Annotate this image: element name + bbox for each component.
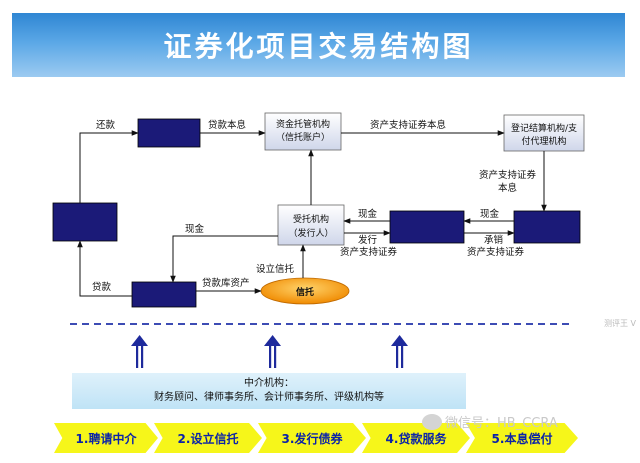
issuer-box xyxy=(277,204,345,246)
underwrite-abs-label: 资产支持证券 xyxy=(467,246,525,258)
issuer-text-2: （发行人） xyxy=(288,227,333,239)
cash-to-pool-arrow xyxy=(170,235,278,283)
trust-text: 信托 xyxy=(296,286,314,298)
cash-right-label: 现金 xyxy=(480,208,500,220)
process-steps: 1.聘请中介 2.设立信托 3.发行债券 4.贷款服务 5.本息偿付 xyxy=(54,423,614,453)
set-trust-label: 设立信托 xyxy=(256,263,295,275)
step-hire-intermediary: 1.聘请中介 xyxy=(54,423,158,453)
cash-bottom-label: 现金 xyxy=(185,223,205,235)
repay-arrow xyxy=(79,130,139,203)
watermark-text: 微信号：HB_CCRA xyxy=(445,416,558,431)
cash-left-label: 现金 xyxy=(358,208,378,220)
wechat-icon xyxy=(422,413,442,430)
issuer-text-1: 受托机构 xyxy=(293,213,329,225)
investor-box xyxy=(513,210,581,244)
step-set-trust: 2.设立信托 xyxy=(154,423,262,453)
issue-abs-label: 资产支持证券 xyxy=(340,246,398,258)
up-arrow-3 xyxy=(391,335,408,368)
trustee-text-2: （信托账户） xyxy=(276,131,330,143)
watermark: 微信号：HB_CCRA xyxy=(422,412,558,431)
intermediary-box: 中介机构： 财务顾问、律师事务所、会计师事务所、评级机构等 xyxy=(72,373,466,409)
pool-assets-label: 贷款库资产 xyxy=(202,277,250,289)
borrower-box xyxy=(137,118,201,148)
intermediary-list: 财务顾问、律师事务所、会计师事务所、评级机构等 xyxy=(154,392,384,403)
loan-arrow xyxy=(77,240,132,297)
trustee-text-1: 资金托管机构 xyxy=(276,118,330,130)
abs-pi-label-2b: 本息 xyxy=(498,182,517,194)
loan-label: 贷款 xyxy=(92,281,112,293)
underwriter-box xyxy=(389,210,465,244)
repay-label: 还款 xyxy=(96,119,116,131)
up-arrow-2 xyxy=(264,335,281,368)
registrar-text-1: 登记结算机构/支 xyxy=(511,122,577,134)
title-banner: 证券化项目交易结构图 xyxy=(12,13,625,77)
issue-label: 发行 xyxy=(358,234,378,246)
page-title: 证券化项目交易结构图 xyxy=(163,30,474,63)
fund-custodian-box xyxy=(264,112,342,151)
abs-pi-label-2a: 资产支持证券 xyxy=(479,169,537,181)
intermediary-title: 中介机构： xyxy=(244,378,294,389)
underwrite-label: 承销 xyxy=(484,234,504,246)
abs-pi-label: 资产支持证券本息 xyxy=(370,119,446,131)
up-arrow-1 xyxy=(131,335,148,368)
step-loan-service: 4.贷款服务 xyxy=(362,423,470,453)
loan-pool-box xyxy=(131,281,197,308)
loan-pi-label: 贷款本息 xyxy=(208,119,246,131)
step-repayment: 5.本息偿付 xyxy=(466,423,578,453)
registrar-box xyxy=(503,114,585,152)
registrar-text-2: 付代理机构 xyxy=(521,135,566,147)
side-note: 测评王 V xyxy=(604,319,637,328)
originator-bank-box xyxy=(52,202,118,242)
step-issue-bonds: 3.发行债券 xyxy=(258,423,366,453)
